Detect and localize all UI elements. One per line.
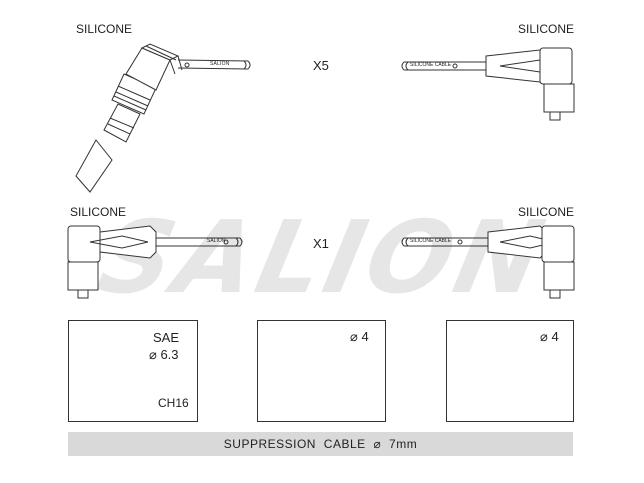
cable-print-top-right: SILICONE CABLE <box>410 62 452 68</box>
distributor-b-size: ⌀ 4 <box>540 329 559 344</box>
spark-plug-box <box>68 320 198 422</box>
wire-bottom-right <box>401 237 488 247</box>
label-silicone-top-right: SILICONE <box>518 22 575 36</box>
quantity-top: X5 <box>313 58 329 73</box>
label-silicone-bottom-right: SILICONE <box>518 205 575 219</box>
wire-bottom-left <box>156 237 243 247</box>
distributor-a-size: ⌀ 4 <box>350 329 369 344</box>
cable-print-bottom-right: SILICONE CABLE <box>410 238 452 244</box>
right-angle-boot-bottom-left <box>67 225 157 299</box>
spark-plug-size: ⌀ 6.3 <box>149 347 179 362</box>
right-angle-boot-top <box>485 47 575 121</box>
distributor-b-box <box>446 320 574 422</box>
spark-plug-standard: SAE <box>153 330 180 345</box>
spark-plug-code: CH16 <box>158 396 189 410</box>
right-angle-boot-bottom-right <box>487 225 575 299</box>
suppression-cable-text: SUPPRESSION CABLE ⌀ 7mm <box>223 437 418 451</box>
label-silicone-top-left: SILICONE <box>76 22 133 36</box>
wire-top-right <box>401 61 486 71</box>
cable-print-top-left: SALION <box>210 61 230 67</box>
suppression-cable-banner: SUPPRESSION CABLE ⌀ 7mm <box>68 432 573 456</box>
cable-print-bottom-left: SALION <box>207 238 226 244</box>
quantity-bottom: X1 <box>313 236 329 251</box>
distributor-a-box <box>257 320 386 422</box>
plug-boot-illustration <box>75 43 183 193</box>
wire-top-left <box>177 59 251 70</box>
label-silicone-bottom-left: SILICONE <box>70 205 127 219</box>
